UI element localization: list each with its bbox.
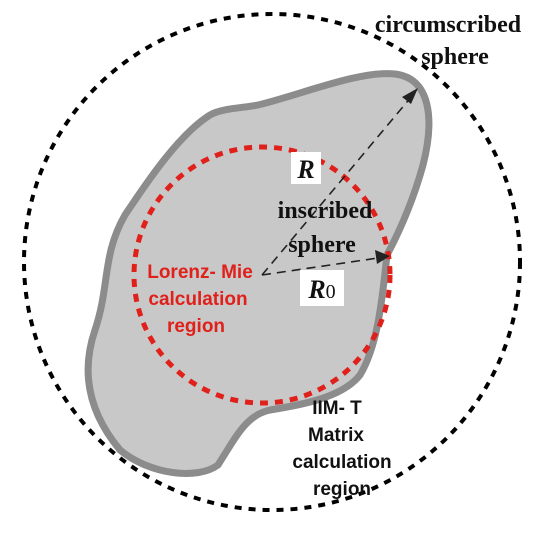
lorenz-label-line1: Lorenz- Mie bbox=[147, 262, 253, 283]
circumscribed-label-line1: circumscribed bbox=[375, 12, 522, 38]
inscribed-label-line2: sphere bbox=[288, 232, 356, 258]
radius-r-label-box bbox=[291, 152, 321, 184]
inscribed-sphere-circle bbox=[131, 144, 393, 406]
iim-label-line4: region bbox=[313, 479, 371, 500]
radius-r-label: R bbox=[296, 155, 314, 184]
radius-r0-arrowhead bbox=[375, 250, 390, 264]
radius-r0-arrow bbox=[261, 257, 379, 276]
radius-r-arrowhead bbox=[402, 88, 418, 104]
radius-r0-label: R0 bbox=[307, 275, 335, 304]
radius-r0-label-box bbox=[300, 270, 344, 306]
radius-r0-letter: R bbox=[307, 275, 325, 304]
particle-shape bbox=[84, 70, 433, 477]
lorenz-label-line3: region bbox=[167, 316, 225, 337]
radius-r-arrow bbox=[261, 95, 413, 276]
iim-label-line2: Matrix bbox=[308, 425, 364, 446]
circumscribed-label-line2: sphere bbox=[421, 44, 489, 70]
iim-label-line1: IIM- T bbox=[312, 398, 362, 419]
inscribed-label-line1: inscribed bbox=[278, 198, 373, 224]
radius-r0-subscript: 0 bbox=[326, 281, 336, 303]
iim-label-line3: calculation bbox=[292, 452, 391, 473]
circumscribed-sphere-circle bbox=[22, 12, 522, 512]
lorenz-label-line2: calculation bbox=[148, 289, 247, 310]
